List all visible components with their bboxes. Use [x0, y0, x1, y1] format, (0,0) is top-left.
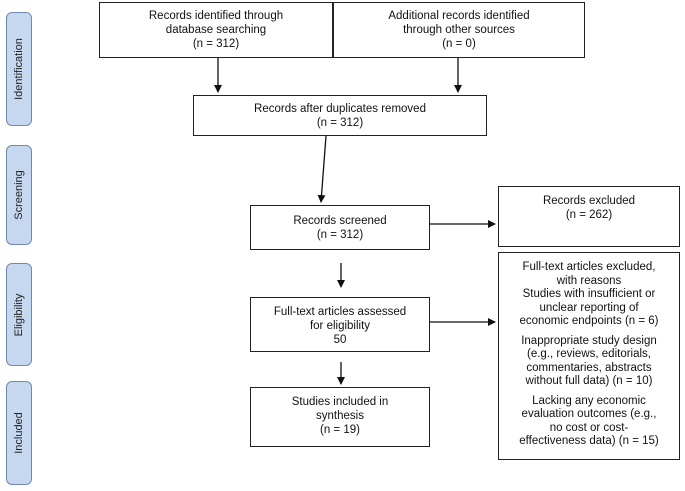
- box-other-sources-count: (n = 0): [442, 38, 476, 50]
- box-database-search-line2: database searching: [165, 24, 267, 36]
- box-records-screened-count: (n = 312): [316, 229, 364, 241]
- box-full-text-assessed-line1: Full-text articles assessed: [273, 306, 407, 318]
- box-full-text-assessed-count: 50: [333, 334, 347, 346]
- stage-screening: Screening: [6, 145, 32, 245]
- box-studies-included-count: (n = 19): [320, 424, 360, 436]
- box-after-duplicates-line1: Records after duplicates removed: [254, 103, 426, 115]
- box-other-sources: Additional records identified through ot…: [333, 2, 585, 58]
- box-records-screened: Records screened (n = 312): [250, 205, 430, 250]
- excluded-reason-line: without full data) (n = 10): [525, 375, 653, 387]
- excluded-reason-line: unclear reporting of: [539, 301, 639, 314]
- box-studies-included-line2: synthesis: [316, 410, 364, 422]
- box-after-duplicates-count: (n = 312): [316, 117, 364, 129]
- box-full-text-assessed-line2: for eligibility: [309, 320, 371, 332]
- box-database-search-count: (n = 312): [192, 38, 240, 50]
- excluded-reason-line: economic endpoints (n = 6): [519, 315, 659, 327]
- box-records-screened-line1: Records screened: [293, 215, 387, 227]
- box-studies-included-line1: Studies included in: [291, 396, 389, 408]
- excluded-reason-line: Full-text articles excluded,: [522, 261, 656, 273]
- box-full-text-excluded: Full-text articles excluded, with reason…: [498, 252, 680, 460]
- box-records-excluded: Records excluded (n = 262): [498, 186, 680, 247]
- box-studies-included: Studies included in synthesis (n = 19): [250, 387, 430, 447]
- box-database-search-line1: Records identified through: [148, 10, 284, 22]
- box-records-excluded-line1: Records excluded: [542, 195, 636, 207]
- stage-identification: Identification: [6, 12, 32, 126]
- box-full-text-assessed: Full-text articles assessed for eligibil…: [250, 297, 430, 352]
- excluded-reason-line: evaluation outcomes (e.g.,: [521, 408, 657, 420]
- excluded-reason-line: Lacking any economic: [532, 394, 646, 407]
- box-records-excluded-count: (n = 262): [565, 209, 613, 221]
- arrow-duplicates-to-screened: [317, 135, 327, 203]
- excluded-reason-line: with reasons: [556, 274, 622, 287]
- excluded-reason-line: effectiveness data) (n = 15): [519, 435, 659, 447]
- box-other-sources-line1: Additional records identified: [388, 10, 530, 22]
- excluded-reason-line: (e.g., reviews, editorials,: [527, 348, 651, 360]
- box-database-search: Records identified through database sear…: [99, 2, 333, 58]
- box-after-duplicates: Records after duplicates removed (n = 31…: [193, 95, 487, 136]
- excluded-reason-line: commentaries, abstracts: [526, 361, 652, 374]
- stage-included: Included: [6, 381, 32, 485]
- box-other-sources-line2: through other sources: [403, 24, 515, 36]
- excluded-reason-line: no cost or cost-: [549, 421, 629, 434]
- excluded-reason-line: Inappropriate study design: [521, 334, 657, 347]
- excluded-reason-line: Studies with insufficient or: [522, 288, 656, 300]
- stage-eligibility: Eligibility: [6, 263, 32, 366]
